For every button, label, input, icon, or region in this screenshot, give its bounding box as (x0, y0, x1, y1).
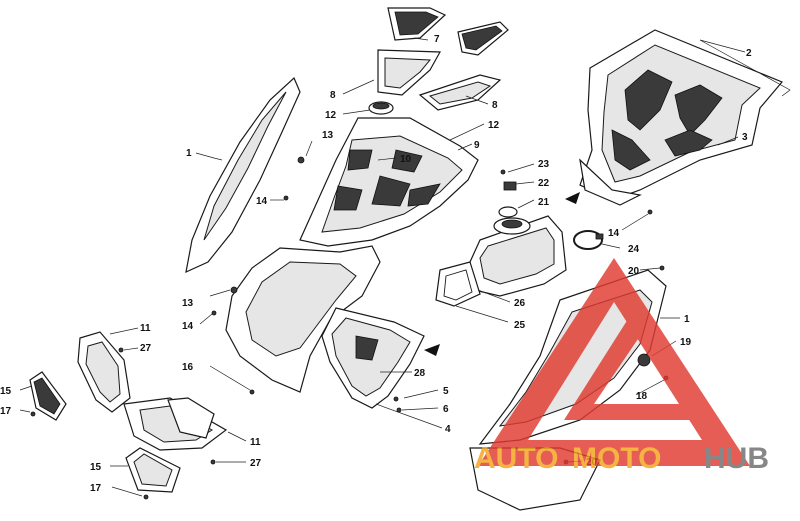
callout-13: 13 (322, 130, 334, 141)
callout-1: 1 (186, 148, 192, 159)
callout-14: 14 (182, 321, 194, 332)
callout-17: 17 (90, 483, 102, 494)
triangle-inner (564, 300, 716, 420)
callout-11: 11 (250, 437, 261, 448)
callout-18: 18 (636, 391, 648, 402)
callout-10: 10 (400, 154, 412, 165)
callout-27: 27 (140, 343, 152, 354)
duct-fasteners (498, 169, 518, 218)
callout-5: 5 (443, 386, 449, 397)
bezel-left (77, 331, 131, 413)
lower-console (321, 307, 425, 409)
vent-housing-right (418, 74, 502, 111)
watermark-part-2: MOTO (572, 442, 661, 475)
callout-21: 21 (538, 197, 550, 208)
callout-12: 12 (325, 110, 337, 121)
vent-housing-left (377, 49, 442, 96)
callout-16: 16 (182, 362, 194, 373)
callout-8: 8 (330, 90, 336, 101)
vent-upper-right (457, 21, 509, 56)
callout-11: 11 (140, 323, 151, 334)
callout-20: 20 (628, 266, 640, 277)
callout-15: 15 (0, 386, 12, 397)
callout-1: 1 (684, 314, 690, 325)
callout-8: 8 (492, 100, 498, 111)
hood-body (225, 245, 381, 393)
callout-25: 25 (514, 320, 526, 331)
callout-22: 22 (538, 178, 550, 189)
callout-3: 3 (742, 132, 748, 143)
hose-clamp (573, 230, 604, 250)
callout-13: 13 (182, 298, 194, 309)
callout-26: 26 (514, 298, 526, 309)
grommet-left (368, 101, 394, 115)
callout-4: 4 (445, 424, 451, 435)
arrow-icon (565, 192, 580, 204)
watermark-part-3: HUB (704, 442, 769, 475)
vent-upper-left (387, 7, 447, 41)
callout-6: 6 (443, 404, 449, 415)
duct-seal (435, 261, 481, 307)
triangle-outer (478, 258, 750, 466)
bezel-lower (123, 397, 228, 451)
watermark-logo: AUTO MOTO HUB (474, 258, 769, 475)
callout-7: 7 (434, 34, 440, 45)
callout-14: 14 (608, 228, 620, 239)
callout-9: 9 (474, 140, 480, 151)
callout-23: 23 (538, 159, 550, 170)
callout-27: 27 (250, 458, 262, 469)
storage-tray (579, 29, 783, 206)
callout-12: 12 (488, 120, 500, 131)
callout-28: 28 (414, 368, 426, 379)
upper-console (299, 117, 479, 247)
side-panel-left (185, 76, 301, 274)
callout-2: 2 (746, 48, 752, 59)
watermark-part-1: AUTO (474, 442, 558, 475)
callout-24: 24 (628, 244, 640, 255)
arrow-icon (424, 344, 440, 356)
callout-15: 15 (90, 462, 102, 473)
callout-14: 14 (256, 196, 268, 207)
callout-labels: 1 2 3 7 8 8 12 12 9 13 10 14 23 22 21 14… (0, 34, 752, 494)
air-duct (469, 215, 567, 297)
callout-19: 19 (680, 337, 692, 348)
callout-17: 17 (0, 406, 12, 417)
lens-lower (125, 447, 181, 493)
lens-left (29, 371, 67, 421)
